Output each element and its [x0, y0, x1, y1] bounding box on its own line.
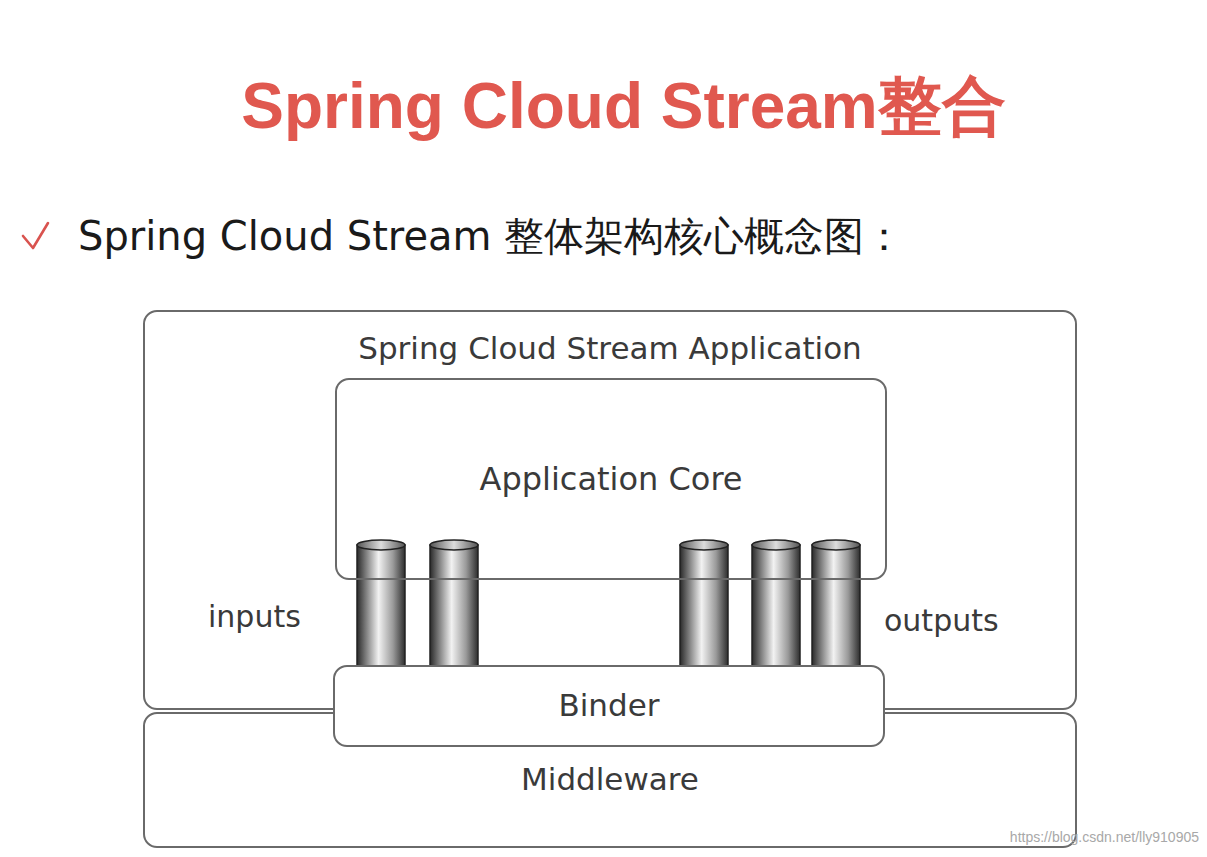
cylinder-body	[752, 545, 800, 680]
channel-cylinder	[752, 540, 800, 680]
channel-cylinder	[812, 540, 860, 680]
cylinder-body	[680, 545, 728, 680]
cylinder-body	[430, 545, 478, 680]
channel-cylinder	[357, 540, 405, 680]
node-label: Spring Cloud Stream Application	[358, 330, 862, 367]
cylinder-top	[680, 540, 728, 550]
binder-box: Binder	[333, 665, 885, 747]
channel-cylinder	[430, 540, 478, 680]
node-label: Application Core	[479, 460, 742, 498]
heading: Spring Cloud Stream 整体架构核心概念图：	[78, 212, 904, 260]
cylinder-top	[812, 540, 860, 550]
cylinder-top	[430, 540, 478, 550]
cylinder-top	[752, 540, 800, 550]
title: Spring Cloud Stream整合	[0, 66, 1207, 146]
inputs-label: inputs	[208, 599, 301, 635]
node-label: Binder	[558, 687, 659, 724]
watermark: https://blog.csdn.net/lly910905	[1010, 829, 1199, 846]
cylinder-top	[357, 540, 405, 550]
core-box: Application Core	[335, 378, 887, 580]
cylinder-body	[357, 545, 405, 680]
check-mark	[23, 223, 48, 248]
node-label: Middleware	[521, 761, 699, 798]
cylinder-body	[812, 545, 860, 680]
outputs-label: outputs	[884, 603, 999, 639]
application-box: Spring Cloud Stream ApplicationApplicati…	[143, 310, 1077, 710]
channel-cylinders	[357, 540, 860, 680]
channel-cylinder	[680, 540, 728, 680]
